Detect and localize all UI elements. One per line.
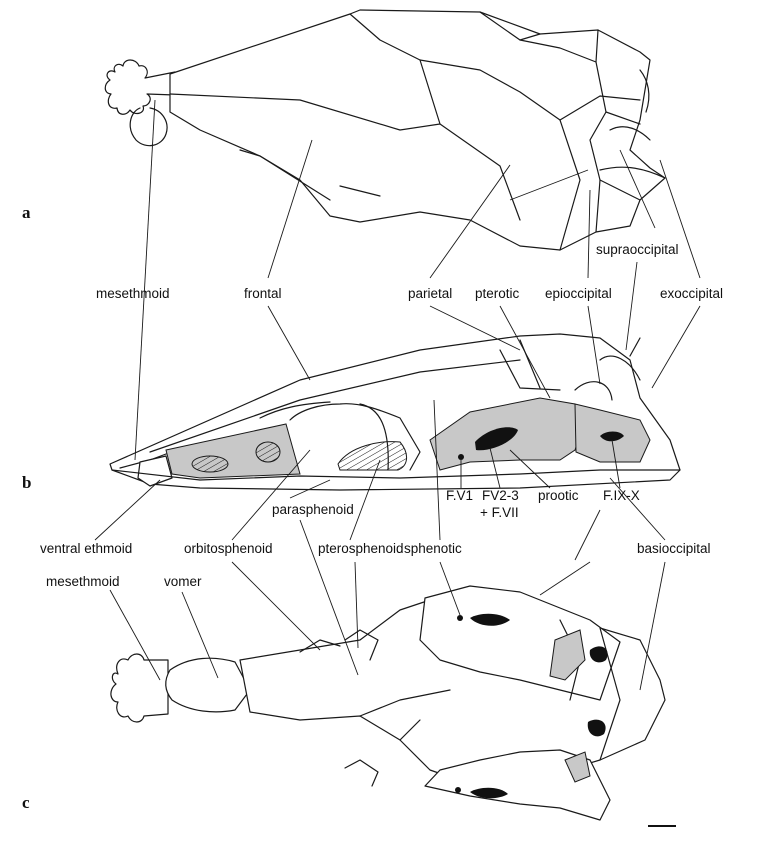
panel-label-c: c (22, 793, 30, 812)
dorsal-view-skull (105, 10, 665, 250)
label-orbitosphenoid: orbitosphenoid (184, 541, 273, 556)
label-mesethmoid-lateral: mesethmoid (96, 286, 170, 301)
label-fv1: F.V1 (446, 488, 473, 503)
label-prootic: prootic (538, 488, 579, 503)
label-parietal: parietal (408, 286, 452, 301)
label-pterosphenoid: pterosphenoid (318, 541, 404, 556)
lateral-view-skull (110, 334, 680, 490)
label-parasphenoid: parasphenoid (272, 502, 354, 517)
label-fv23-line2: + F.VII (480, 505, 519, 520)
label-exoccipital: exoccipital (660, 286, 723, 301)
label-frontal: frontal (244, 286, 282, 301)
panel-label-b: b (22, 473, 31, 492)
label-fixx: F.IX-X (603, 488, 640, 503)
label-fv23-line1: FV2-3 (482, 488, 519, 503)
label-ventral-ethmoid: ventral ethmoid (40, 541, 132, 556)
label-epioccipital: epioccipital (545, 286, 612, 301)
panel-label-a: a (22, 203, 31, 222)
label-vomer: vomer (164, 574, 202, 589)
label-mesethmoid-ventral: mesethmoid (46, 574, 120, 589)
label-pterotic: pterotic (475, 286, 520, 301)
label-supraoccipital: supraoccipital (596, 242, 679, 257)
label-sphenotic: sphenotic (404, 541, 462, 556)
label-basioccipital: basioccipital (637, 541, 711, 556)
